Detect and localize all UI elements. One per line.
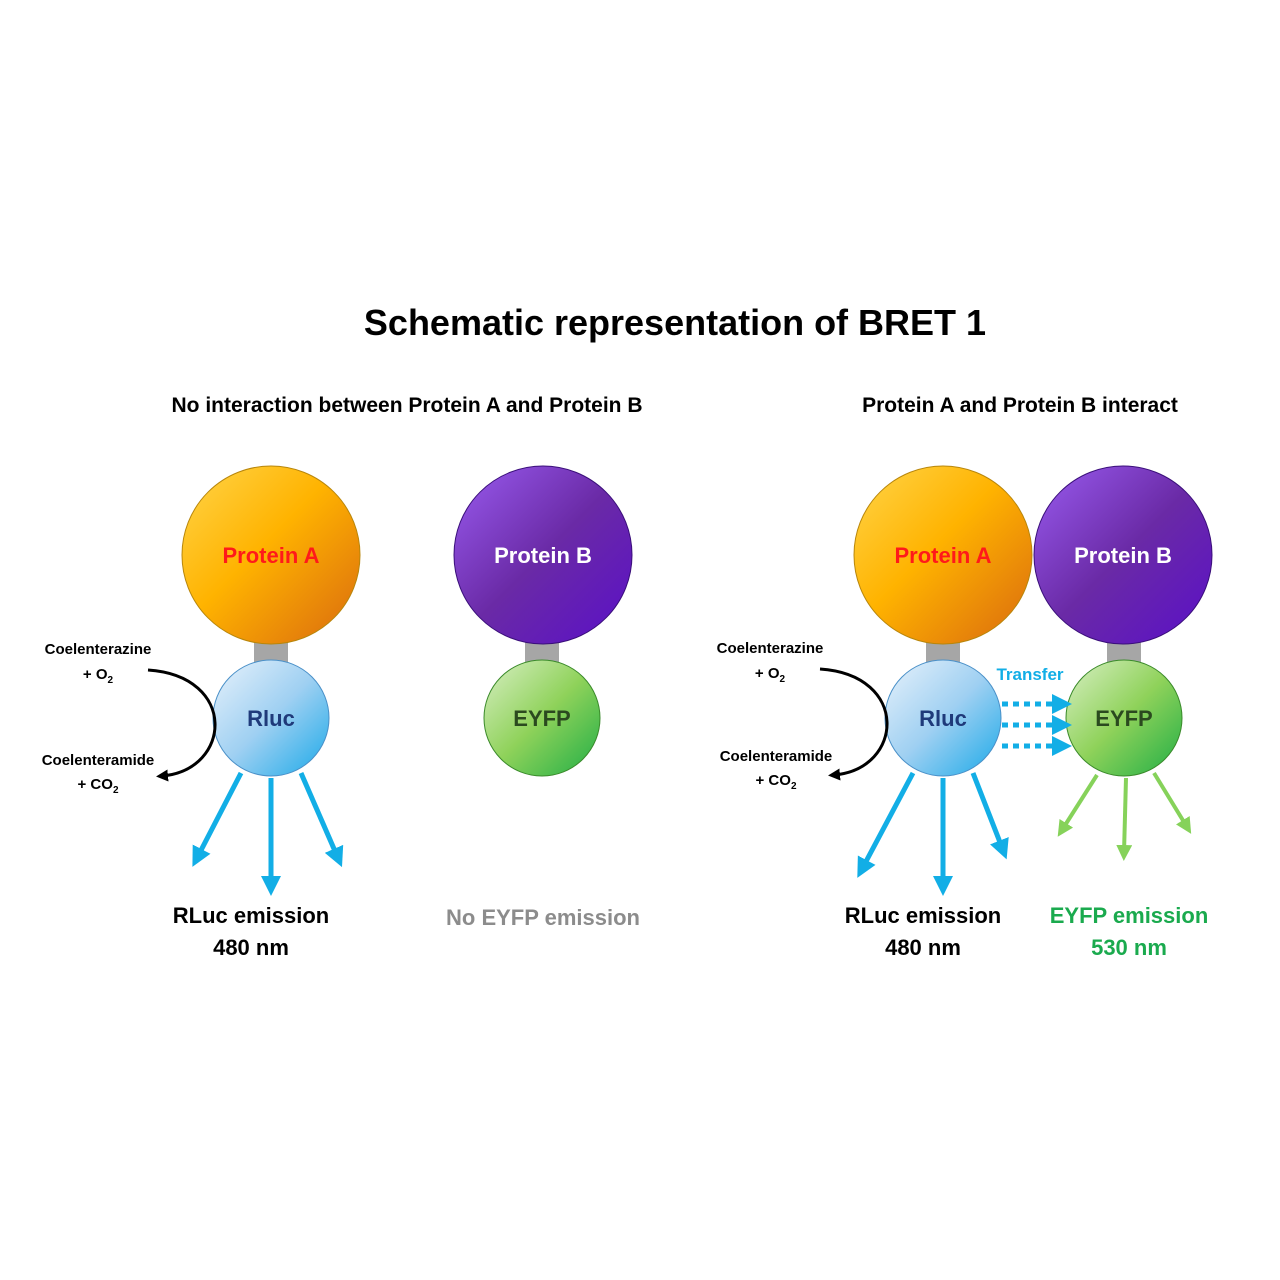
rluc-emission-wavelength: 480 nm <box>885 935 961 960</box>
substrate-cofactor-base: + O <box>755 665 780 682</box>
product-cofactor-sub: 2 <box>113 785 119 796</box>
eyfp-emission-label: EYFP emission <box>1050 903 1209 928</box>
substrate-cofactor: + O2 <box>83 666 114 686</box>
substrate-cofactor-base: + O <box>83 666 108 683</box>
rluc-label: Rluc <box>919 706 967 731</box>
reaction-arrow <box>147 668 217 782</box>
rluc-circle <box>212 659 330 777</box>
eyfp-emission-wavelength: 530 nm <box>1091 935 1167 960</box>
left-panel: No interaction between Protein A and Pro… <box>42 394 643 960</box>
substrate-cofactor: + O2 <box>755 665 786 685</box>
rluc-emission-arrow-left <box>192 771 244 867</box>
product-cofactor-sub: 2 <box>791 781 797 792</box>
product-label: Coelenteramide <box>42 752 155 769</box>
product-cofactor-base: + CO <box>78 776 114 793</box>
eyfp-emission-arrow-left <box>1057 773 1099 837</box>
product-cofactor: + CO2 <box>756 772 797 792</box>
protein-b-circle <box>1033 465 1213 645</box>
rluc-emission-arrow-right <box>970 772 1009 860</box>
protein-a-label: Protein A <box>223 543 320 568</box>
eyfp-label: EYFP <box>1095 706 1152 731</box>
left-heading: No interaction between Protein A and Pro… <box>172 394 643 417</box>
no-eyfp-emission-label: No EYFP emission <box>446 905 640 930</box>
right-heading: Protein A and Protein B interact <box>862 394 1178 417</box>
substrate-label: Coelenterazine <box>717 640 824 657</box>
rluc-emission-label: RLuc emission <box>845 903 1001 928</box>
rluc-emission-arrow-left <box>857 771 916 878</box>
rluc-emission-wavelength: 480 nm <box>213 935 289 960</box>
eyfp-circle <box>483 659 601 777</box>
product-cofactor: + CO2 <box>78 776 119 796</box>
eyfp-label: EYFP <box>513 706 570 731</box>
protein-b-label: Protein B <box>494 543 592 568</box>
rluc-emission-arrow-right <box>298 772 344 868</box>
right-panel: Protein A and Protein B interact Protein… <box>717 394 1213 960</box>
substrate-cofactor-sub: 2 <box>108 675 114 686</box>
rluc-label: Rluc <box>247 706 295 731</box>
substrate-label: Coelenterazine <box>45 641 152 658</box>
protein-b-label: Protein B <box>1074 543 1172 568</box>
reaction-arrow <box>819 667 889 781</box>
protein-a-label: Protein A <box>895 543 992 568</box>
eyfp-emission-arrow-right <box>1152 771 1192 834</box>
transfer-label: Transfer <box>996 665 1063 684</box>
rluc-circle <box>884 659 1002 777</box>
protein-b-circle <box>453 465 633 645</box>
eyfp-emission-arrow-center <box>1116 777 1133 861</box>
product-cofactor-base: + CO <box>756 772 792 789</box>
rluc-emission-label: RLuc emission <box>173 903 329 928</box>
protein-a-circle <box>853 465 1033 645</box>
substrate-cofactor-sub: 2 <box>780 674 786 685</box>
product-label: Coelenteramide <box>720 748 833 765</box>
protein-a-circle <box>181 465 361 645</box>
page-title: Schematic representation of BRET 1 <box>364 302 986 343</box>
